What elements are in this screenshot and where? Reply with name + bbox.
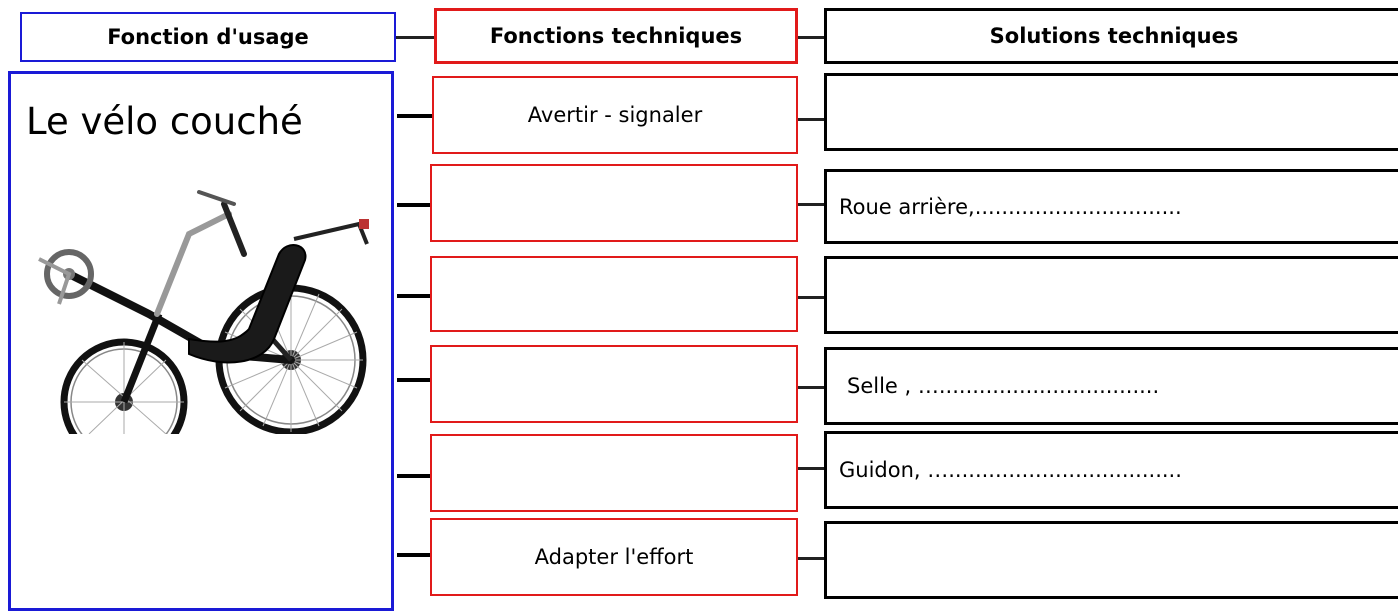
front-wheel (60, 338, 188, 434)
technical-function-6[interactable]: Adapter l'effort (430, 518, 798, 596)
header-solutions: Solutions techniques (824, 8, 1398, 64)
connector-row6 (798, 557, 824, 560)
connector-usage-row2 (397, 203, 432, 207)
connector-usage-row6 (397, 553, 432, 557)
solution-4[interactable]: Selle , …...............................… (824, 347, 1398, 425)
connector-row1 (798, 118, 824, 121)
header-usage: Fonction d'usage (20, 12, 396, 62)
technical-function-2[interactable] (430, 164, 798, 242)
connector-header-1 (396, 36, 434, 39)
technical-function-4[interactable] (430, 345, 798, 423)
technical-function-1[interactable]: Avertir - signaler (432, 76, 798, 154)
solution-3[interactable] (824, 256, 1398, 334)
usage-function-panel: Le vélo couché (8, 71, 394, 611)
product-title: Le vélo couché (26, 100, 303, 143)
connector-usage-row5 (397, 474, 432, 478)
solution-1[interactable] (824, 73, 1398, 151)
solution-5[interactable]: Guidon, …...............................… (824, 431, 1398, 509)
technical-function-3[interactable] (430, 256, 798, 332)
connector-row4 (798, 386, 824, 389)
recumbent-bike-image (38, 190, 369, 434)
connector-row2 (798, 203, 824, 206)
connector-row3 (798, 296, 824, 299)
solution-2[interactable]: Roue arrière,...........................… (824, 169, 1398, 244)
connector-header-2 (798, 36, 824, 39)
technical-function-5[interactable] (430, 434, 798, 512)
connector-usage-row3 (397, 294, 432, 298)
connector-usage-row1 (397, 114, 434, 118)
header-technical: Fonctions techniques (434, 8, 798, 64)
solution-6[interactable] (824, 521, 1398, 599)
connector-row5 (798, 467, 824, 470)
connector-usage-row4 (397, 378, 432, 382)
